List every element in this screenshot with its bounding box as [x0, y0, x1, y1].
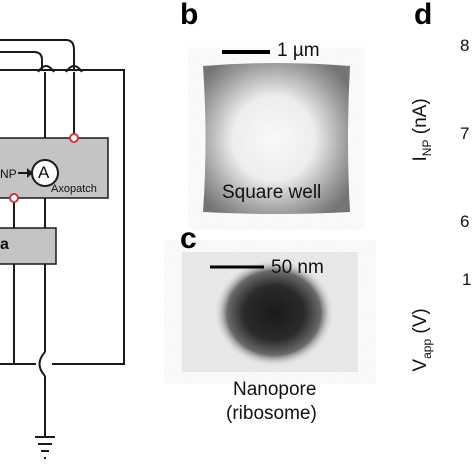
- ylabel-current-sub: NP: [419, 139, 434, 157]
- ylabel-voltage-unit: (V): [410, 308, 432, 339]
- ammeter-symbol: A: [38, 163, 50, 182]
- nanopore-image: [182, 252, 358, 372]
- tick-7: 7: [460, 124, 470, 143]
- ylabel-voltage-sub: app: [419, 338, 434, 359]
- tick-8: 8: [460, 36, 470, 55]
- lower-box: [0, 227, 57, 265]
- ground-symbol: [35, 436, 55, 459]
- wire-top-second: [0, 51, 43, 70]
- nanopore-caption-line2: (ribosome): [226, 403, 317, 424]
- wire-right-feed: [0, 69, 125, 365]
- scalebar-c-label: 50 nm: [271, 257, 324, 278]
- current-label-text: NP: [0, 167, 17, 181]
- ylabel-voltage: Vapp (V): [410, 290, 434, 390]
- ylabel-current-main: I: [410, 156, 432, 162]
- amplifier-label: Axopatch: [51, 183, 97, 195]
- wire-left-lower: [0, 200, 15, 365]
- wire-hop-right: [65, 65, 83, 73]
- tick-1: 1: [462, 270, 472, 289]
- panel-letter-b: b: [180, 0, 199, 31]
- current-label: NP: [0, 165, 17, 181]
- tick-6: 6: [460, 212, 470, 231]
- ylabel-voltage-main: V: [410, 358, 432, 372]
- wire-top-outer: [0, 39, 75, 70]
- square-well-image: [203, 63, 350, 214]
- scalebar-b-label: 1 µm: [277, 40, 320, 61]
- nanopore-caption-line1: Nanopore: [233, 379, 317, 400]
- panel-letter-d: d: [414, 0, 433, 31]
- ylabel-current-unit: (nA): [410, 98, 432, 140]
- terminal-top-right: [69, 133, 79, 143]
- ylabel-current: INP (nA): [410, 80, 434, 180]
- wire-hop-left: [37, 65, 55, 73]
- wire-hop-bottom: [38, 351, 46, 377]
- terminal-bottom-left: [9, 193, 19, 203]
- square-well-caption: Square well: [222, 182, 322, 203]
- panel-letter-c: c: [180, 222, 197, 255]
- lower-box-label: a: [0, 236, 9, 253]
